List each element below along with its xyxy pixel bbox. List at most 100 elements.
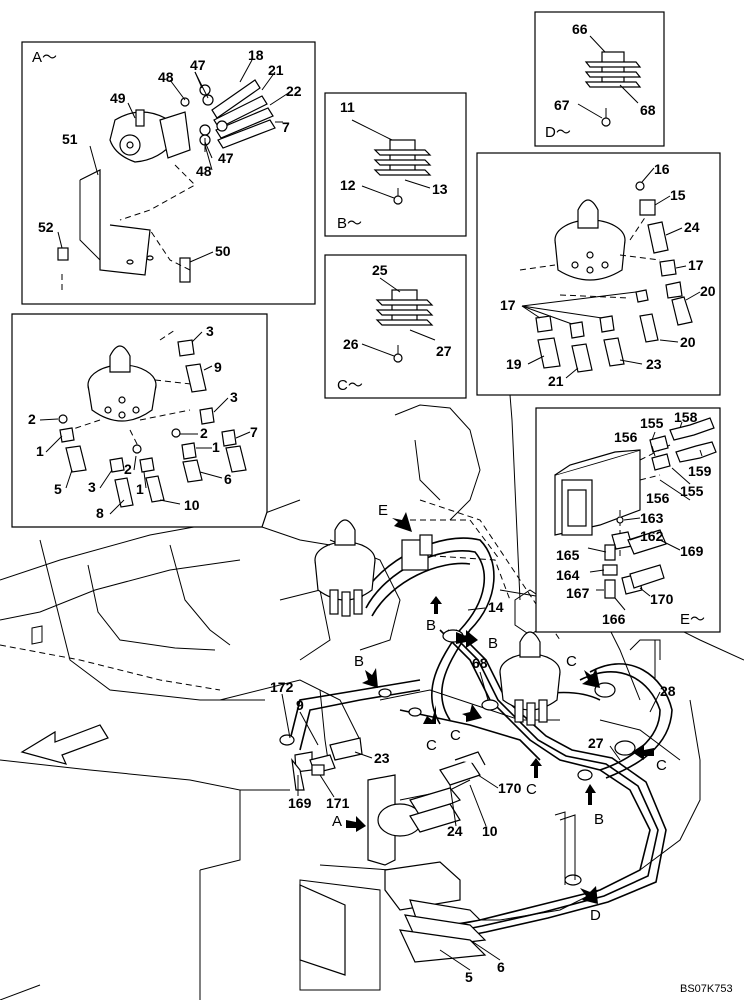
part-number: 10 [482, 823, 498, 839]
part-number: 47 [218, 150, 234, 166]
part-number: 166 [602, 611, 626, 627]
block-e [401, 534, 433, 571]
part-number: 158 [674, 409, 698, 425]
part-number: 16 [654, 161, 670, 177]
part-number: 68 [472, 655, 488, 671]
part-number: 15 [670, 187, 686, 203]
part-number: 14 [488, 599, 504, 615]
view-marker: B [488, 635, 498, 652]
part-number: 13 [432, 181, 448, 197]
part-number: 20 [680, 334, 696, 350]
part-number: 1 [212, 439, 220, 455]
part-number: 21 [268, 62, 284, 78]
part-number: 156 [646, 490, 670, 506]
part-number: 9 [296, 697, 304, 713]
view-marker: C [526, 781, 537, 798]
part-number: 12 [340, 177, 356, 193]
part-number: 21 [548, 373, 564, 389]
part-number: 169 [680, 543, 704, 559]
part-number: 164 [556, 567, 580, 583]
part-number: 3 [206, 323, 214, 339]
part-number: 28 [660, 683, 676, 699]
part-number: 68 [640, 102, 656, 118]
view-marker: B [594, 811, 604, 828]
part-number: 155 [680, 483, 704, 499]
inset-left-valve [11, 313, 331, 546]
leader-lines-main [281, 607, 661, 971]
part-number: 7 [282, 119, 290, 135]
inset-c [324, 254, 467, 399]
view-marker: C [450, 727, 461, 744]
part-number: 5 [465, 969, 473, 985]
pilot-valve-left-main [314, 519, 376, 617]
pilot-valve-right-main [499, 631, 561, 726]
view-marker: C [656, 757, 667, 774]
part-number: 3 [88, 479, 96, 495]
inset-right-valve [476, 152, 721, 601]
part-number: 171 [326, 795, 350, 811]
inset-b-label: B～ [337, 215, 362, 232]
part-number: 17 [500, 297, 516, 313]
fittings-center [291, 737, 486, 791]
part-number: 24 [684, 219, 700, 235]
inset-c-label: C～ [337, 377, 363, 394]
part-number: 66 [572, 21, 588, 37]
part-number: 1 [36, 443, 44, 459]
clamps [279, 629, 636, 886]
part-number: 170 [498, 780, 522, 796]
inset-a-label: A～ [32, 49, 57, 66]
part-number: 165 [556, 547, 580, 563]
part-number: 156 [614, 429, 638, 445]
part-number: 47 [190, 57, 206, 73]
part-number: 6 [497, 959, 505, 975]
part-number: 159 [688, 463, 712, 479]
part-number: 8 [96, 505, 104, 521]
view-marker: E [378, 502, 388, 519]
part-number: 49 [110, 90, 126, 106]
part-number: 24 [447, 823, 463, 839]
part-number: 48 [196, 163, 212, 179]
view-marker: C [566, 653, 577, 670]
inset-d-label: D～ [545, 124, 571, 141]
part-number: 155 [640, 415, 664, 431]
part-number: 2 [200, 425, 208, 441]
view-marker: B [354, 653, 364, 670]
front-arrow [20, 724, 109, 765]
part-number: 50 [215, 243, 231, 259]
part-number: 19 [506, 356, 522, 372]
part-number: 67 [554, 97, 570, 113]
part-number: 2 [28, 411, 36, 427]
view-marker: D [590, 907, 601, 924]
part-number: 18 [248, 47, 264, 63]
part-number: 23 [374, 750, 390, 766]
inset-e-label: E～ [680, 611, 705, 628]
part-number: 2 [124, 461, 132, 477]
part-number: 170 [650, 591, 674, 607]
inset-e [535, 407, 721, 633]
part-number: 163 [640, 510, 664, 526]
part-number: 20 [700, 283, 716, 299]
valve-block-lower [299, 861, 487, 976]
part-number: 7 [250, 424, 258, 440]
part-number: 172 [270, 679, 294, 695]
inset-a [21, 41, 316, 305]
part-number: 9 [214, 359, 222, 375]
part-number: 25 [372, 262, 388, 278]
part-number: 27 [436, 343, 452, 359]
part-number: 169 [288, 795, 312, 811]
rod-d [554, 811, 576, 885]
part-number: 10 [184, 497, 200, 513]
part-number: 167 [566, 585, 590, 601]
drawing-code: BS07K753 [680, 983, 733, 995]
part-number: 11 [340, 99, 355, 115]
part-number: 3 [230, 389, 238, 405]
part-number: 5 [54, 481, 62, 497]
part-number: 51 [62, 131, 78, 147]
part-number: 162 [640, 528, 664, 544]
part-number: 27 [588, 735, 604, 751]
view-marker: A [332, 813, 342, 830]
part-number: 52 [38, 219, 54, 235]
inset-b [324, 92, 467, 237]
view-arrows [346, 512, 654, 904]
